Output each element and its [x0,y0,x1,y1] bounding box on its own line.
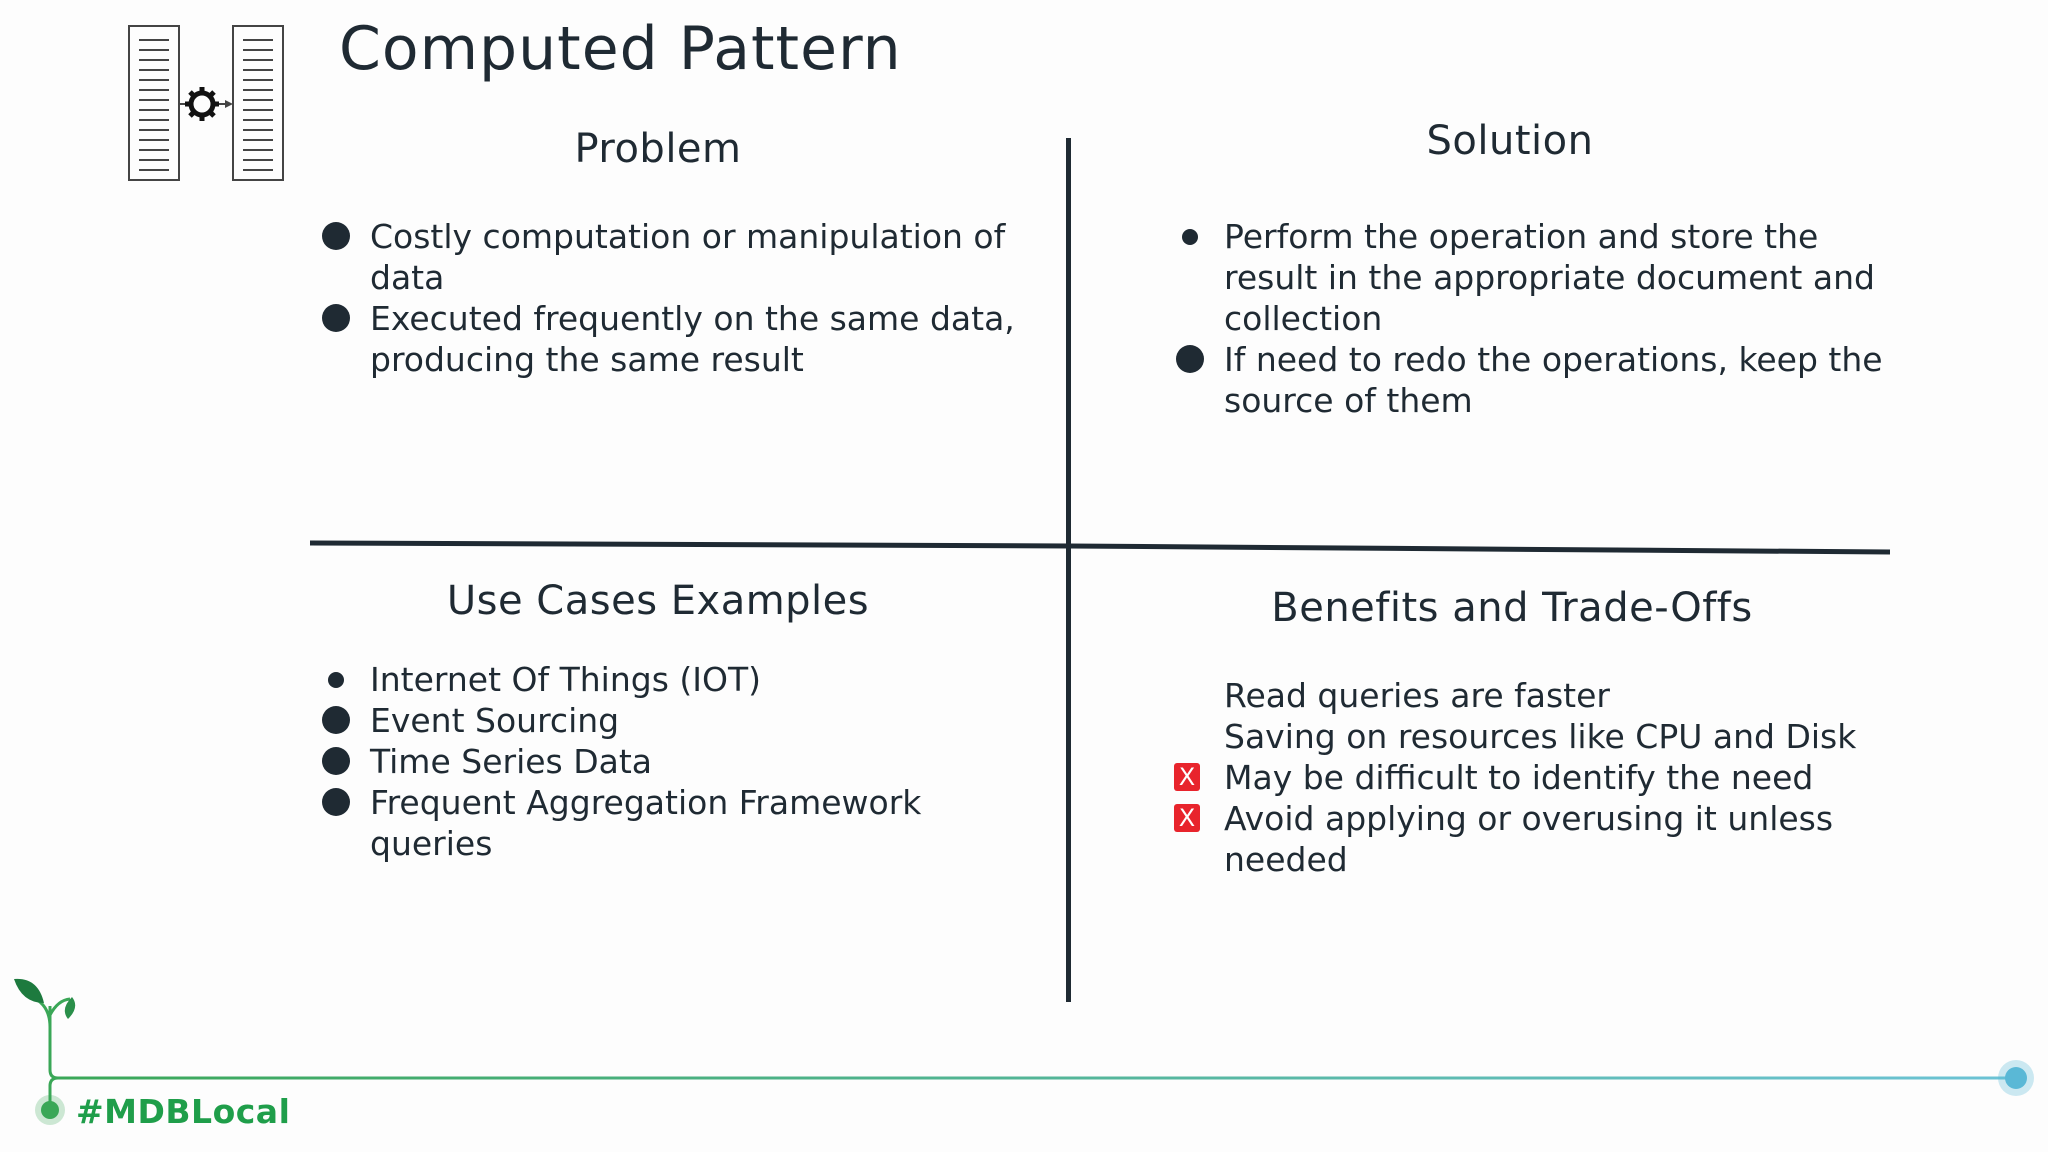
list-item: Internet Of Things (IOT) [328,659,921,700]
list-item-line: needed [1224,840,1348,879]
list-item-line: If need to redo the operations, keep the [1224,340,1883,379]
list-item: Saving on resources like CPU and Disk [1224,716,1856,757]
list-item-line: Costly computation or manipulation of [370,217,1006,256]
list-item-line: source of them [1224,381,1473,420]
bullet-icon [328,672,344,688]
list-item-line: Executed frequently on the same data, [370,299,1015,338]
cross-icon: X [1174,804,1200,832]
computed-transform-icon [128,25,284,181]
bullet-icon [1176,345,1204,373]
hashtag-label: #MDBLocal [76,1092,291,1131]
list-item-line: result in the appropriate document and [1224,258,1875,297]
list-item-line: Saving on resources like CPU and Disk [1224,717,1857,756]
bullet-icon [1182,229,1198,245]
list-item: If need to redo the operations, keep the… [1176,339,1883,421]
list-item-line: Frequent Aggregation Framework [370,783,922,822]
solution-heading: Solution [1426,118,1594,164]
list-item-line: Event Sourcing [370,701,620,740]
bullet-icon [322,304,350,332]
list-item: Event Sourcing [322,700,921,741]
list-item: X May be difficult to identify the need [1174,757,1856,798]
list-item-line: May be difficult to identify the need [1224,758,1814,797]
list-item-line: collection [1224,299,1383,338]
bullet-icon [322,788,350,816]
list-item-line: Avoid applying or overusing it unless [1224,799,1834,838]
list-item-line: Read queries are faster [1224,676,1610,715]
list-item-line: data [370,258,445,297]
bullet-icon [322,747,350,775]
list-item-line: producing the same result [370,340,804,379]
benefits-heading: Benefits and Trade-Offs [1271,585,1753,631]
list-item: Time Series Data [322,741,921,782]
sprout-leaf-icon [14,978,76,1028]
list-item-line: queries [370,824,493,863]
footer-line [35,1006,2034,1125]
cross-icon: X [1174,763,1200,791]
list-item-line: Internet Of Things (IOT) [370,660,762,699]
vertical-divider [1066,138,1071,1002]
slide-title: Computed Pattern [339,14,902,84]
bullet-icon [322,706,350,734]
list-item: Read queries are faster [1224,675,1856,716]
list-item-line: Time Series Data [370,742,653,781]
list-item-line: Perform the operation and store the [1224,217,1819,256]
problem-heading: Problem [574,126,742,172]
list-item: Executed frequently on the same data,pro… [322,298,1015,380]
bullet-icon [322,222,350,250]
use-cases-heading: Use Cases Examples [446,578,870,624]
